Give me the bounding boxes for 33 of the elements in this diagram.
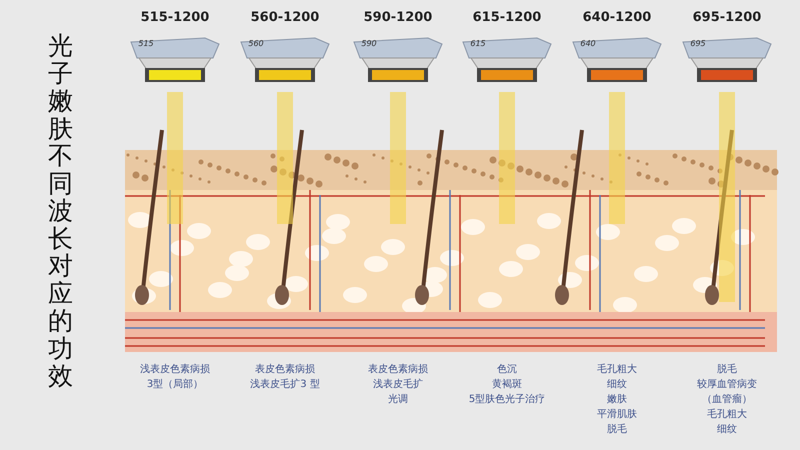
effect-text: 表皮色素病损	[255, 363, 315, 376]
vertical-title: 光子嫩肤不同波长对应的功效	[48, 32, 73, 390]
wavelength-range: 695-1200	[692, 10, 762, 25]
effect-text: 脱毛	[607, 423, 627, 436]
effect-text: 黄褐斑	[492, 378, 522, 391]
wavelength-range: 615-1200	[472, 10, 542, 25]
filter-number: 515	[138, 39, 154, 48]
filter-number: 560	[248, 39, 264, 48]
effect-text: （血管瘤）	[702, 393, 752, 406]
effect-text: 细纹	[607, 378, 627, 391]
effect-text: 表皮色素病损	[368, 363, 428, 376]
wavelength-range: 515-1200	[140, 10, 210, 25]
filter-number: 640	[580, 39, 596, 48]
effect-text: 3型（局部）	[146, 378, 204, 391]
effect-text: 脱毛	[717, 363, 737, 376]
effect-text: 浅表皮毛扩3 型	[250, 378, 320, 391]
filter-number: 695	[690, 39, 706, 48]
effect-text: 5型肤色光子治疗	[468, 393, 546, 406]
effect-text: 较厚血管病变	[697, 378, 757, 391]
wavelength-range: 590-1200	[364, 10, 432, 25]
effect-text: 浅表皮色素病损	[140, 363, 210, 376]
effect-text: 光调	[388, 393, 408, 406]
filter-number: 590	[361, 39, 377, 48]
wavelength-range: 560-1200	[250, 10, 320, 25]
effect-text: 细纹	[717, 423, 737, 436]
effect-text: 浅表皮毛扩	[373, 378, 423, 391]
effect-text: 平滑肌肤	[597, 408, 637, 421]
effect-text: 毛孔粗大	[707, 408, 747, 421]
effect-text: 色沉	[497, 363, 517, 376]
effect-text: 毛孔粗大	[597, 363, 637, 376]
wavelength-range: 640-1200	[582, 10, 652, 25]
filter-number: 615	[470, 39, 486, 48]
effect-text: 嫩肤	[607, 393, 627, 406]
